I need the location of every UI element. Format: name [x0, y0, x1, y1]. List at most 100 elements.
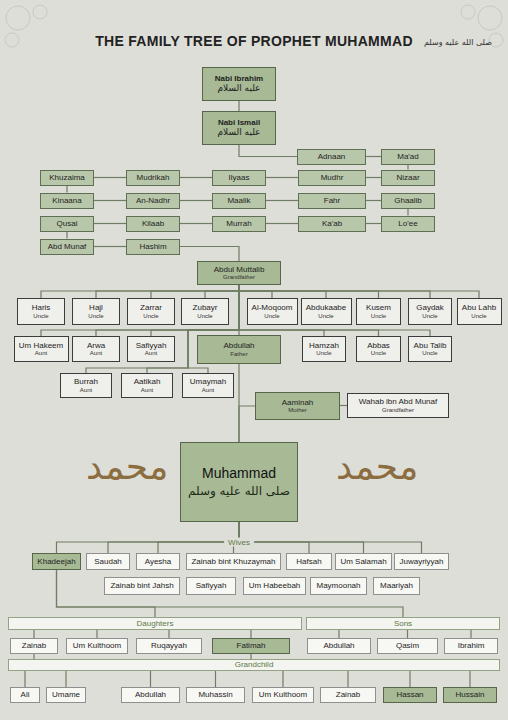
sub-text: عليه السلام — [218, 127, 261, 137]
highlight-box: AbdullahFather — [197, 335, 281, 364]
ancestor-box: Ka'ab — [298, 216, 366, 232]
relative-box: Al-MoqoomUncle — [247, 298, 298, 325]
family-line — [66, 186, 67, 193]
family-line — [96, 285, 239, 298]
family-line — [94, 200, 126, 201]
sub-text: Uncle — [88, 313, 103, 320]
family-line — [266, 177, 298, 178]
ancestor-box: Ma'ad — [381, 149, 435, 165]
name-text: Maariyah — [380, 581, 413, 590]
name-text: Ibrahim — [458, 641, 485, 650]
main-person-box: Muhammadصلى الله عليه وسلم — [180, 442, 298, 522]
ancestor-box: Nizaar — [381, 170, 435, 186]
name-text: Hafsah — [296, 557, 321, 566]
name-text: Ilyaas — [229, 173, 250, 182]
sub-text: Grandfather — [382, 407, 414, 414]
name-text: Hassan — [396, 690, 423, 699]
person-box: Juwayriyyah — [394, 553, 449, 570]
ancestor-box: Ghaalib — [381, 193, 435, 209]
relative-box: AatikahAunt — [121, 373, 173, 398]
name-text: Ka'ab — [322, 219, 342, 228]
family-line — [469, 671, 470, 687]
sub-text: Aunt — [90, 350, 102, 357]
family-line — [366, 223, 381, 224]
name-text: Grandchild — [235, 661, 274, 669]
family-line — [94, 246, 126, 247]
name-text: Kilaab — [142, 219, 164, 228]
sub-text: Aunt — [202, 387, 214, 394]
person-box: Umame — [46, 687, 86, 703]
family-line — [407, 209, 408, 216]
family-line — [238, 101, 239, 111]
family-line — [33, 630, 34, 638]
family-line — [41, 285, 239, 336]
sub-text: صلى الله عليه وسلم — [188, 485, 290, 499]
family-line — [180, 223, 212, 224]
name-text: Abu Talib — [414, 341, 447, 350]
ancestor-box: Adnaan — [297, 149, 366, 165]
name-text: Zainab — [336, 690, 360, 699]
relative-box: AbdukaabeUncle — [301, 298, 352, 325]
family-line — [338, 630, 339, 638]
name-text: Aaminah — [282, 398, 314, 407]
name-text: Zainab — [22, 641, 46, 650]
name-text: Abd Munaf — [48, 242, 87, 251]
name-text: Mudrikah — [137, 173, 170, 182]
family-line — [96, 630, 97, 638]
family-line — [94, 177, 126, 178]
sub-text: Uncle — [264, 313, 279, 320]
ancestor-box: Murrah — [212, 216, 266, 232]
person-box: Maariyah — [373, 577, 420, 595]
person-box: Ali — [10, 687, 40, 703]
name-text: Abdullah — [223, 341, 254, 350]
name-text: Um Kulthoom — [73, 641, 121, 650]
group-band: Daughters — [8, 617, 302, 630]
person-box: Muhassin — [186, 687, 245, 703]
family-line — [24, 671, 25, 687]
name-text: Ma'ad — [397, 152, 419, 161]
relative-box: ArwaAunt — [72, 336, 120, 362]
calligraphy-text: محمد — [336, 446, 418, 487]
name-text: Kinaana — [52, 196, 81, 205]
name-text: Kusem — [366, 303, 391, 312]
ancestor-box: Ilyaas — [212, 170, 266, 186]
name-text: Nizaar — [396, 173, 419, 182]
sub-text: Uncle — [422, 313, 437, 320]
name-text: Daughters — [137, 620, 174, 628]
relative-box: Wahab ibn Abd MunafGrandfather — [347, 393, 449, 418]
family-line — [266, 200, 298, 201]
sub-text: Aunt — [145, 350, 157, 357]
sub-text: عليه السلام — [218, 83, 261, 93]
name-text: Ruqayyah — [151, 641, 187, 650]
name-text: Abu Lahb — [462, 303, 496, 312]
name-text: Zarrar — [140, 303, 162, 312]
person-box: Ruqayyah — [136, 638, 202, 654]
family-line — [340, 405, 347, 406]
name-text: Zainab bint Jahsh — [110, 581, 173, 590]
name-text: Ali — [21, 690, 30, 699]
highlight-box: Hussain — [443, 687, 497, 703]
relative-box: BurrahAunt — [60, 373, 112, 398]
name-text: Hussain — [456, 690, 485, 699]
name-text: Abbas — [367, 341, 390, 350]
section-label: Wives — [224, 538, 254, 547]
name-text: Zainab bint Khuzaymah — [191, 557, 275, 566]
family-line — [239, 522, 364, 553]
family-line — [239, 285, 479, 298]
ancestor-box: Khuzaima — [40, 170, 94, 186]
person-box: Zainab bint Jahsh — [104, 577, 180, 595]
name-text: Abdullah — [135, 690, 166, 699]
sub-text: Uncle — [471, 313, 486, 320]
sub-text: Uncle — [422, 350, 437, 357]
person-box: Um Habeebah — [243, 577, 306, 595]
relative-box: Um HakeemAunt — [14, 336, 69, 362]
sub-text: Mother — [288, 407, 307, 414]
sub-text: Grandfather — [223, 274, 255, 281]
name-text: Khuzaima — [49, 173, 85, 182]
highlight-box: Fatimah — [212, 638, 290, 654]
group-band: Sons — [306, 617, 500, 630]
family-line — [409, 671, 410, 687]
name-text: Burrah — [74, 377, 98, 386]
ancestor-box: Hashim — [126, 239, 180, 255]
name-text: Safiyyah — [136, 341, 167, 350]
